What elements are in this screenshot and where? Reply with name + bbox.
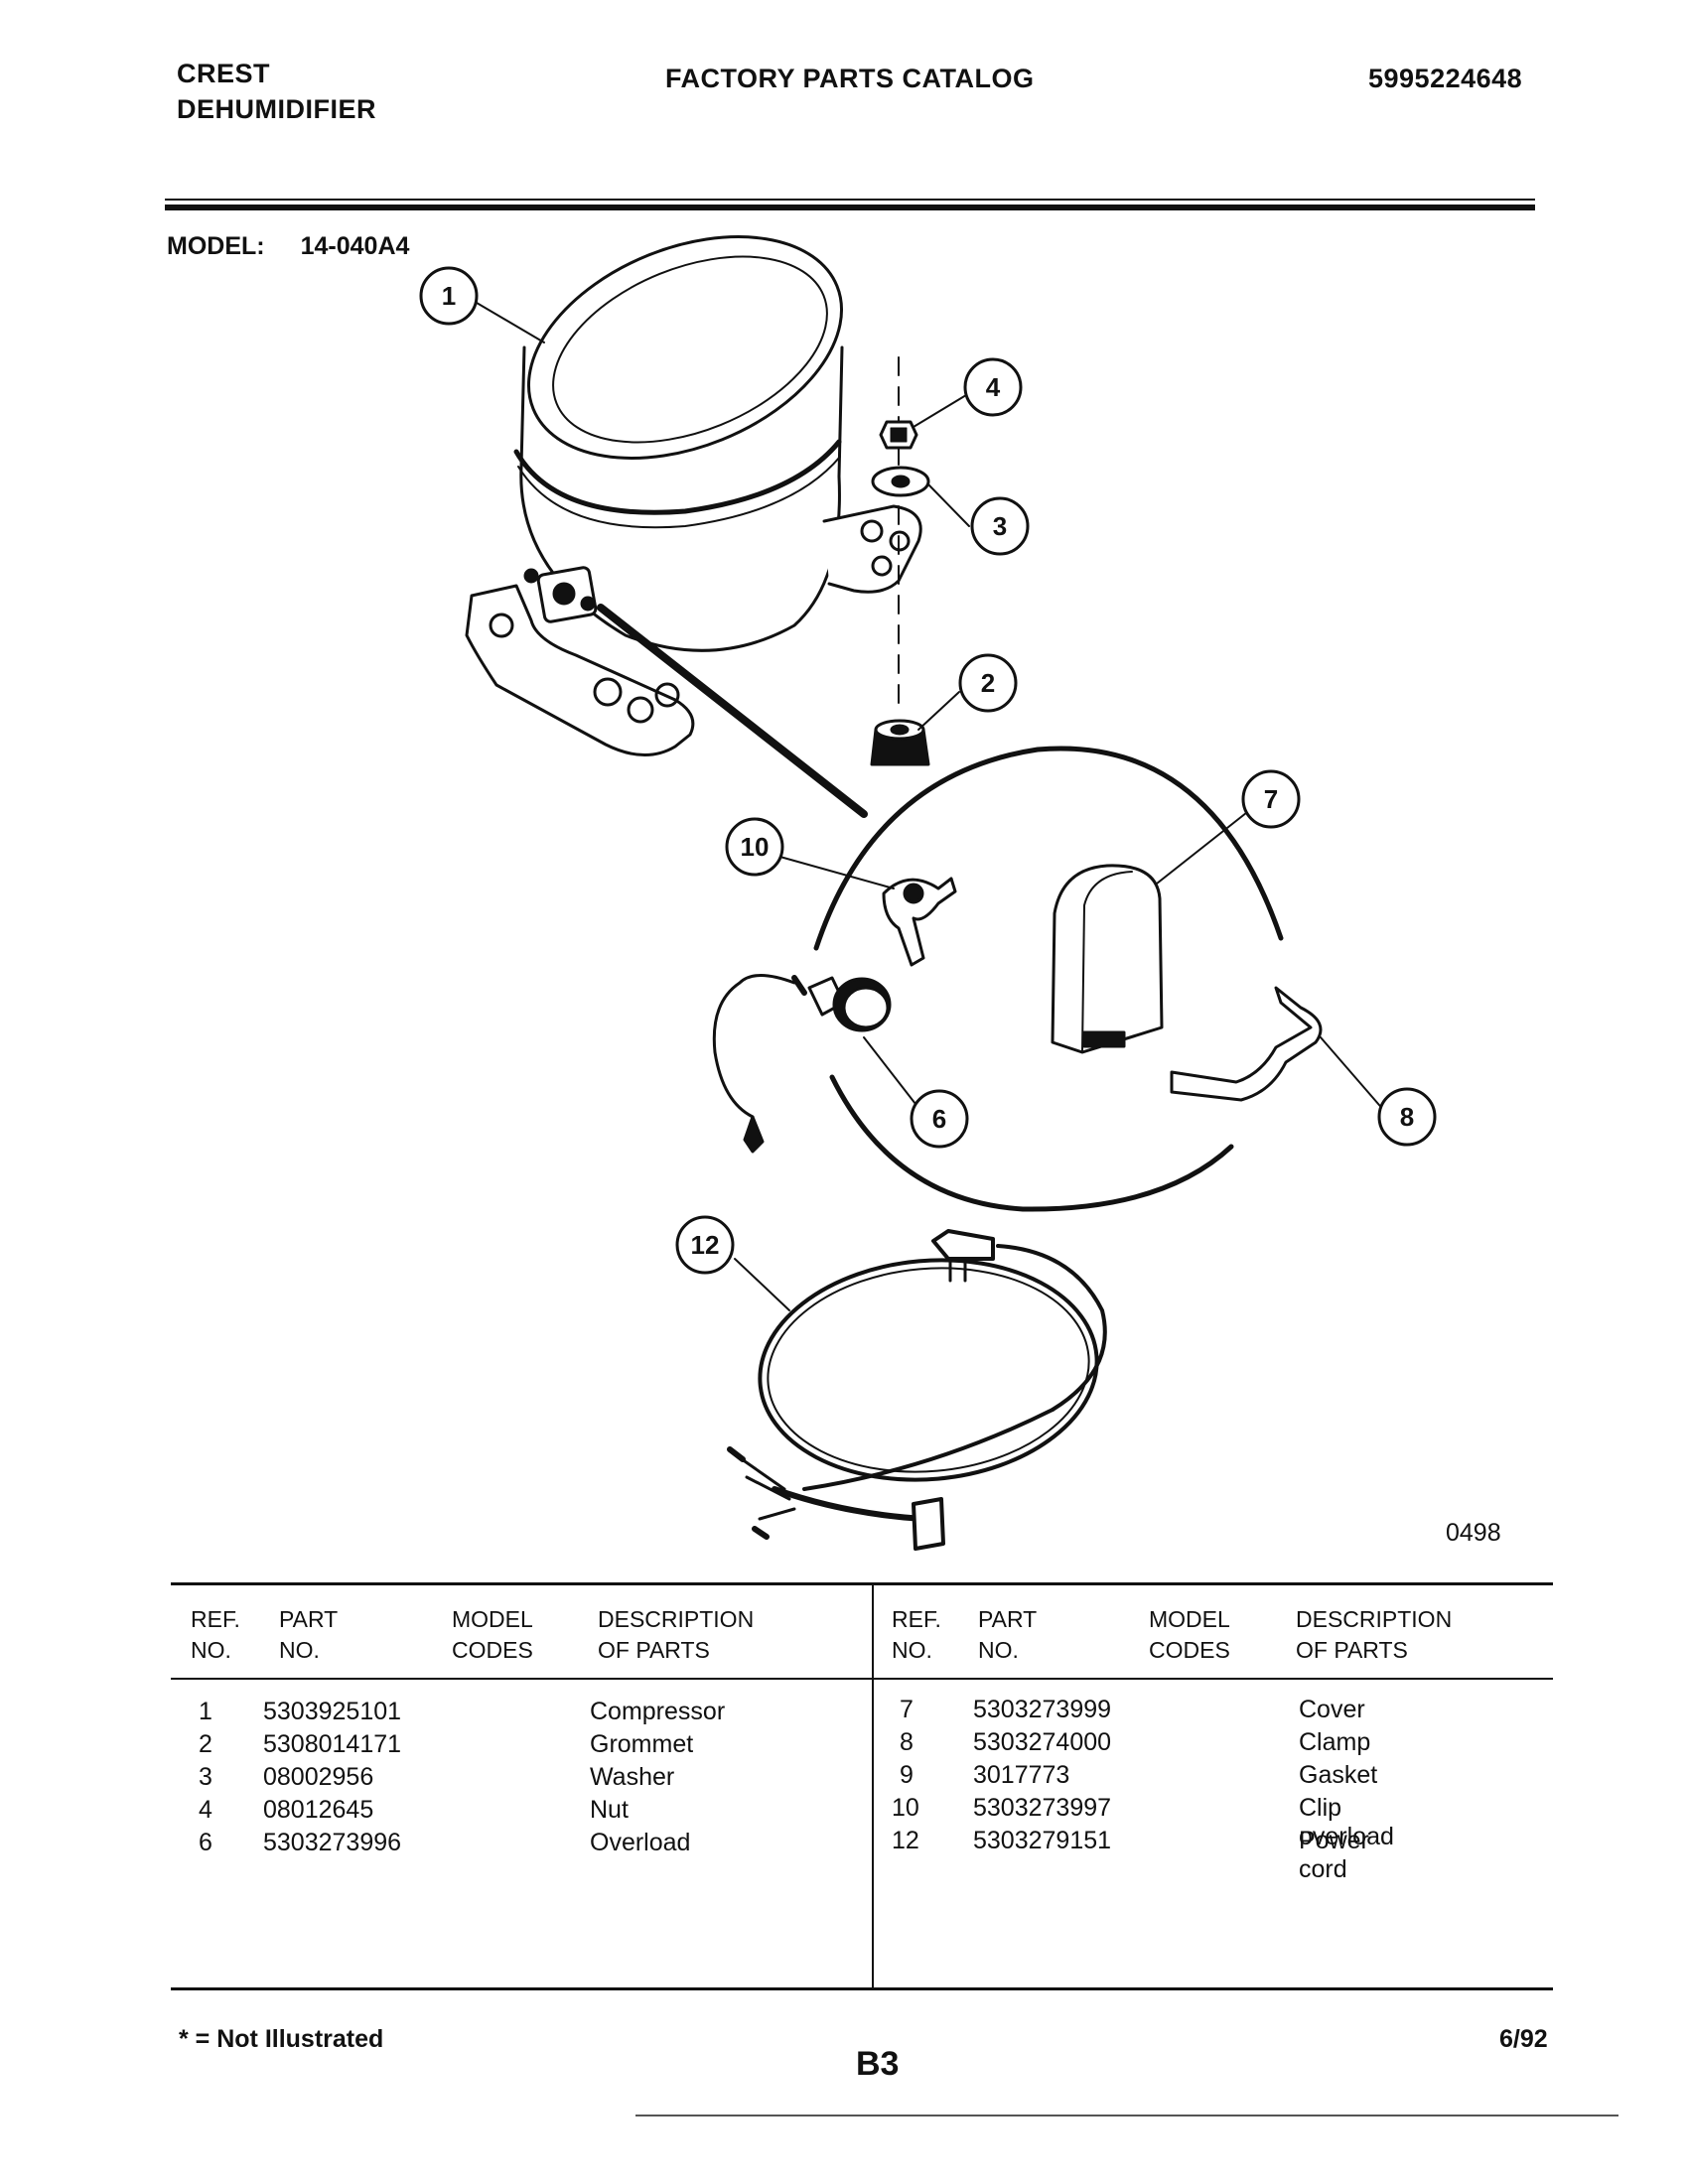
overload-enclosure-arc-bottom <box>829 1074 1234 1212</box>
ref-no: 8 <box>900 1728 914 1756</box>
part-description: Grommet <box>590 1730 694 1758</box>
part-description: Gasket <box>1299 1761 1378 1789</box>
part-description: Cover <box>1299 1696 1365 1723</box>
nut-drawing <box>879 420 918 450</box>
ref-no: 7 <box>900 1696 914 1723</box>
callout-8: 8 <box>1377 1087 1437 1147</box>
ref-no: 1 <box>199 1698 212 1725</box>
page-number: B3 <box>856 2045 900 2083</box>
part-no: 5303273999 <box>973 1696 1112 1723</box>
compressor-drawing <box>465 235 922 756</box>
ref-no: 9 <box>900 1761 914 1789</box>
part-description: Clip overload <box>1299 1794 1394 1850</box>
overload-enclosure-arc-top <box>813 746 1284 951</box>
table-header-rule <box>171 1678 1553 1680</box>
part-no: 5303279151 <box>973 1827 1112 1854</box>
ref-no: 12 <box>892 1827 919 1854</box>
ref-no: 3 <box>199 1763 212 1791</box>
part-no: 5303925101 <box>263 1698 402 1725</box>
model-label: MODEL: <box>167 232 265 260</box>
table-bottom-rule <box>171 1987 1553 1990</box>
callout-7: 7 <box>1241 769 1301 829</box>
part-no: 5303274000 <box>973 1728 1112 1756</box>
brand-name: CREST <box>177 59 271 88</box>
catalog-number: 5995224648 <box>1368 64 1523 93</box>
callout-6: 6 <box>910 1089 969 1149</box>
compressor-wire <box>597 604 868 818</box>
overload-drawing <box>712 974 892 1154</box>
product-name: DEHUMIDIFIER <box>177 94 376 124</box>
svg-text:2: 2 <box>981 668 995 698</box>
part-description: Nut <box>590 1796 629 1824</box>
figure-code: 0498 <box>1446 1519 1501 1547</box>
header-ref-no-right: REF.NO. <box>892 1606 941 1663</box>
svg-text:12: 12 <box>691 1230 720 1260</box>
table-top-rule <box>171 1582 1553 1585</box>
model-value: 14-040A4 <box>300 232 410 260</box>
clamp-drawing <box>1170 986 1323 1102</box>
svg-text:7: 7 <box>1264 784 1278 814</box>
part-description: Washer <box>590 1763 675 1791</box>
header-rule-thick <box>165 205 1535 210</box>
table-center-divider <box>872 1582 874 1989</box>
cover-drawing <box>1051 864 1164 1054</box>
header-rule-thin <box>165 199 1535 201</box>
callout-10: 10 <box>725 817 784 877</box>
svg-text:4: 4 <box>986 372 1001 402</box>
part-description: Overload <box>590 1829 691 1856</box>
callout-leaders <box>476 302 1386 1311</box>
svg-text:1: 1 <box>442 281 456 311</box>
ref-no: 6 <box>199 1829 212 1856</box>
header-ref-no-left: REF.NO. <box>191 1606 240 1663</box>
washer-drawing <box>871 466 930 497</box>
part-description: Clamp <box>1299 1728 1371 1756</box>
part-no: 5308014171 <box>263 1730 402 1758</box>
part-no: 08012645 <box>263 1796 374 1824</box>
part-no: 5303273996 <box>263 1829 402 1856</box>
clip-overload-drawing <box>882 877 957 967</box>
model-line: MODEL: 14-040A4 <box>167 232 409 261</box>
callout-1: 1 <box>419 266 479 326</box>
part-description: Power cord <box>1299 1827 1369 1883</box>
part-no: 3017773 <box>973 1761 1070 1789</box>
part-no: 08002956 <box>263 1763 374 1791</box>
callout-4: 4 <box>963 357 1023 417</box>
footer-rule <box>635 2115 1618 2116</box>
not-illustrated-note: * = Not Illustrated <box>179 2025 384 2053</box>
part-description: Compressor <box>590 1698 726 1725</box>
part-no: 5303273997 <box>973 1794 1112 1822</box>
svg-text:3: 3 <box>993 511 1007 541</box>
svg-text:10: 10 <box>741 832 770 862</box>
catalog-title: FACTORY PARTS CATALOG <box>665 64 1035 93</box>
callout-3: 3 <box>970 496 1030 556</box>
revision-date: 6/92 <box>1499 2025 1548 2053</box>
ref-no: 2 <box>199 1730 212 1758</box>
svg-text:8: 8 <box>1400 1102 1414 1132</box>
ref-no: 4 <box>199 1796 212 1824</box>
callout-2: 2 <box>958 653 1018 713</box>
svg-text:6: 6 <box>932 1104 946 1134</box>
power-cord-drawing <box>727 1229 1107 1551</box>
exploded-parts-diagram: 1 4 3 2 7 10 6 8 12 <box>419 235 1437 1551</box>
header-brand-block: CREST DEHUMIDIFIER <box>177 56 376 127</box>
grommet-drawing <box>870 719 930 766</box>
ref-no: 10 <box>892 1794 919 1822</box>
callout-12: 12 <box>675 1215 735 1275</box>
